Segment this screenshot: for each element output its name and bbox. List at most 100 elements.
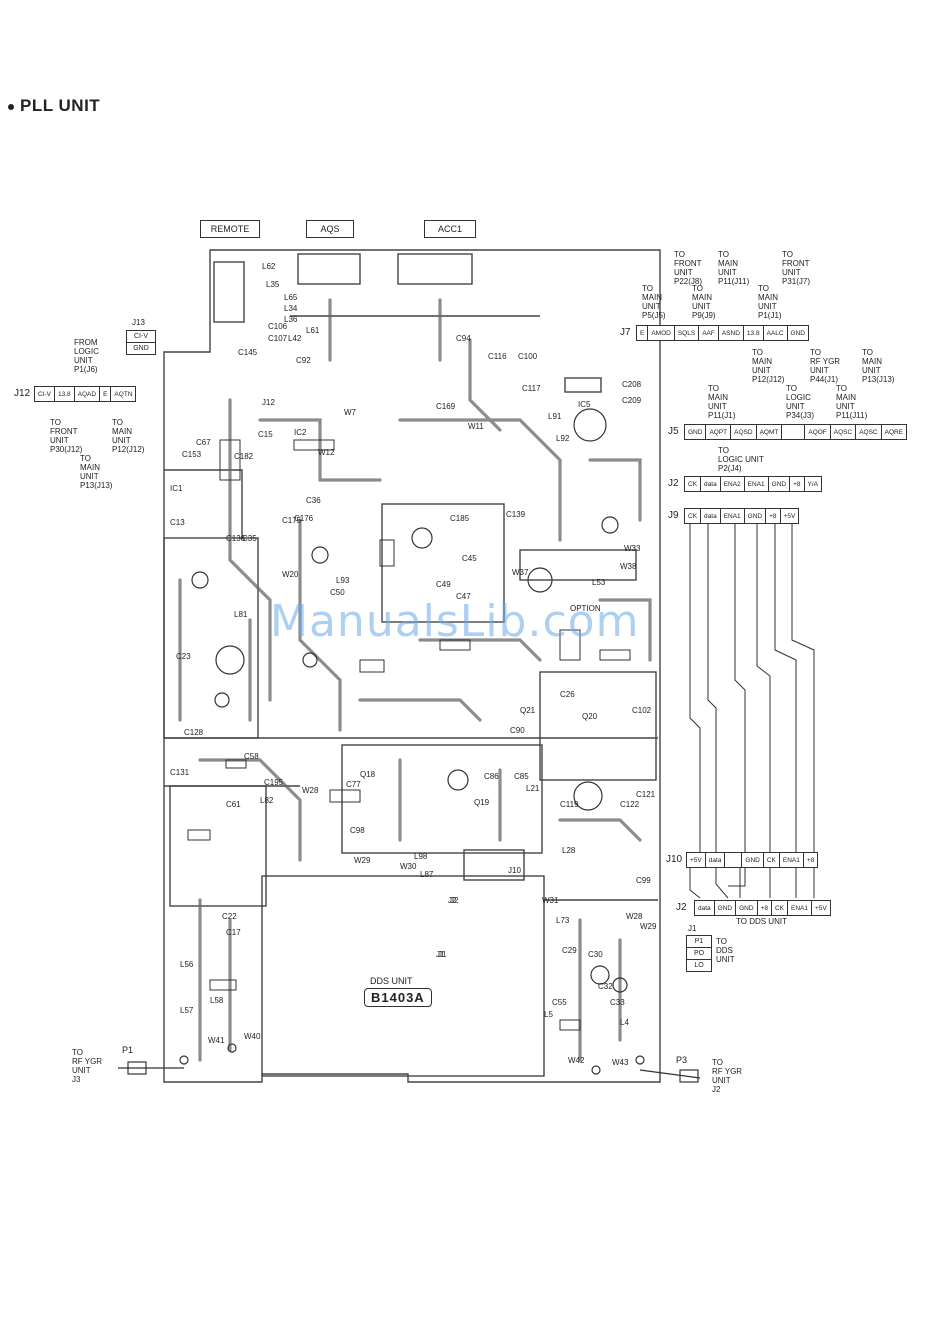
- board-label: J2: [448, 896, 457, 905]
- board-label: C99: [636, 876, 651, 885]
- j2-bottom-pin: +8: [758, 901, 772, 915]
- j2-bottom-pins: data GND GND +8 CK ENA1 +5V: [694, 900, 831, 916]
- board-label: W28: [626, 912, 643, 921]
- j5-pin: [782, 425, 806, 439]
- j12-pin: CI-V: [35, 387, 55, 401]
- j7-note: TO MAIN UNIT P11(J11): [718, 250, 750, 286]
- j5-note: TO LOGIC UNIT P34(J3): [786, 384, 815, 420]
- j2-top-pin: CK: [685, 477, 702, 491]
- j5-note: TO MAIN UNIT P11(J11): [836, 384, 868, 420]
- p1-name: P1: [122, 1045, 134, 1055]
- board-label: L81: [234, 610, 248, 619]
- board-label: C55: [552, 998, 567, 1007]
- board-label: C182: [234, 452, 254, 461]
- board-label: W11: [468, 422, 484, 431]
- j2-top-pin: +8: [790, 477, 805, 491]
- board-label: Q19: [474, 798, 490, 807]
- board-label: C100: [518, 352, 538, 361]
- j7-pin: 13.8: [744, 326, 764, 340]
- j10-name: J10: [666, 854, 683, 865]
- board-label: L36: [284, 315, 298, 324]
- j1-pin: PO: [687, 948, 711, 960]
- board-label: C26: [560, 690, 575, 699]
- j7-pins: E AMOD SQLS AAF ASND 13.8 AALC GND: [636, 325, 809, 341]
- j2-bottom-pin: +5V: [815, 904, 827, 912]
- j12-pin: E: [100, 387, 112, 401]
- p1-note: TO RF YGR UNIT J3: [72, 1048, 103, 1084]
- j7-name: J7: [620, 327, 631, 338]
- board-label: L34: [284, 304, 298, 313]
- board-label: C32: [598, 982, 613, 991]
- board-label: C22: [222, 912, 237, 921]
- board-label: C92: [296, 356, 311, 365]
- board-label: C49: [436, 580, 451, 589]
- board-label: L82: [260, 796, 274, 805]
- board-label: L91: [548, 412, 562, 421]
- j7-note: TO MAIN UNIT P1(J1): [758, 284, 782, 320]
- board-label: Q21: [520, 706, 536, 715]
- j7-pin: AAF: [699, 326, 719, 340]
- j2-bottom-pin: CK: [772, 901, 789, 915]
- j13-name: J13: [132, 318, 145, 327]
- j9-name: J9: [668, 510, 679, 521]
- board-label: C185: [450, 514, 470, 523]
- connector-acc1: ACC1: [424, 220, 476, 238]
- board-label: L21: [526, 784, 540, 793]
- j10-pins: +5V data GND CK ENA1 +8: [686, 852, 819, 868]
- board-label: W43: [612, 1058, 629, 1067]
- board-label: C139: [506, 510, 526, 519]
- board-label: C45: [462, 554, 477, 563]
- j5-pin: AQPT: [706, 425, 732, 439]
- board-label: OPTION: [570, 604, 601, 613]
- board-label: C169: [436, 402, 456, 411]
- j2-top-pin: GND: [769, 477, 791, 491]
- j2-bottom-pin: data: [695, 901, 715, 915]
- board-label: C107: [268, 334, 288, 343]
- board-label: C153: [182, 450, 202, 459]
- board-label: L73: [556, 916, 570, 925]
- dds-unit-label: DDS UNIT: [370, 976, 413, 986]
- j9-pin: +5V: [783, 512, 796, 520]
- board-label: IC2: [294, 428, 307, 437]
- j2-top-pin: ENA2: [721, 477, 745, 491]
- board-label: C208: [622, 380, 642, 389]
- j12-name: J12: [14, 388, 31, 399]
- dds-j1-label: J1: [438, 950, 447, 959]
- board-label: J12: [262, 398, 275, 407]
- j1-name: J1: [688, 924, 697, 933]
- board-label: C13: [170, 518, 185, 527]
- j7-pin: E: [637, 326, 649, 340]
- board-label: C29: [562, 946, 577, 955]
- board-label: C17: [226, 928, 241, 937]
- j9-pin: GND: [745, 509, 767, 523]
- j5-pin: AQRE: [884, 428, 904, 436]
- board-label: W12: [318, 448, 335, 457]
- board-label: C117: [522, 384, 541, 393]
- j5-name: J5: [668, 426, 679, 437]
- j2-bottom-pin: GND: [715, 901, 737, 915]
- board-label: C90: [510, 726, 525, 735]
- board-label: L62: [262, 262, 276, 271]
- page-title: PLL UNIT: [8, 96, 100, 116]
- j12-note: TO MAIN UNIT P12(J12): [112, 418, 145, 454]
- j1-pin: P1: [687, 936, 711, 948]
- board-label: C58: [244, 752, 259, 761]
- connector-aqs: AQS: [306, 220, 354, 238]
- j7-note: TO FRONT UNIT P31(J7): [782, 250, 811, 286]
- j5-pin: AQMT: [757, 425, 783, 439]
- board-label: L61: [306, 326, 320, 335]
- j7-pin: AMOD: [648, 326, 675, 340]
- board-label: L42: [288, 334, 302, 343]
- j2-top-pin: Y/A: [807, 480, 819, 488]
- board-label: W41: [208, 1036, 225, 1045]
- j10-pin: data: [706, 853, 726, 867]
- p3-note: TO RF YGR UNIT J2: [712, 1058, 743, 1094]
- j5-pins: GND AQPT AQSD AQMT AQOF AQSC AQSC AQRE: [684, 424, 908, 440]
- bullet-icon: [8, 103, 14, 110]
- j7-note: TO MAIN UNIT P9(J9): [692, 284, 716, 320]
- j10-pin: [725, 853, 743, 867]
- j13-note: FROM LOGIC UNIT P1(J6): [74, 338, 99, 374]
- j2-bottom-note: TO DDS UNIT: [736, 917, 787, 926]
- board-label: C30: [588, 950, 603, 959]
- board-label: L5: [544, 1010, 553, 1019]
